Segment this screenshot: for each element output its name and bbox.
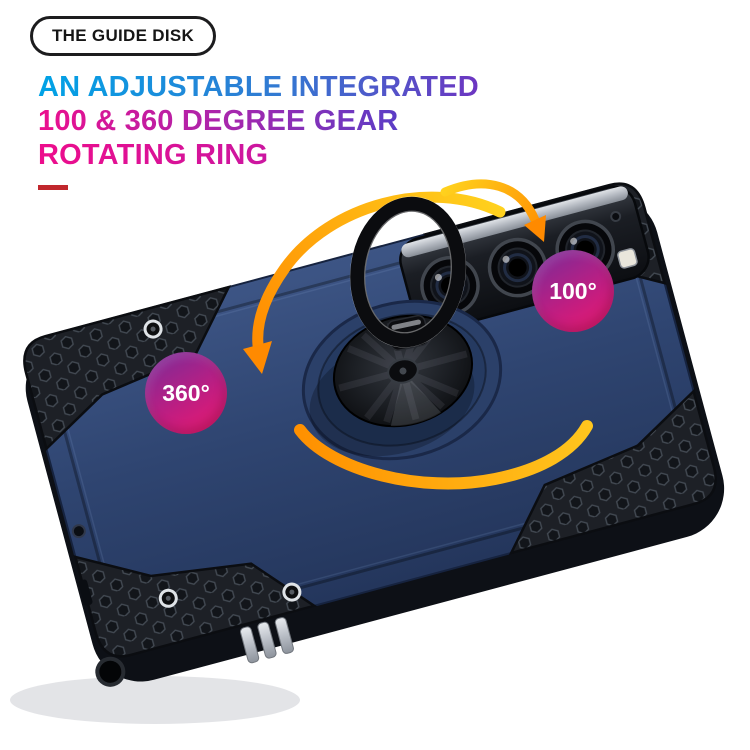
jack-hole [95,656,126,687]
camera-flash [617,248,638,269]
case-bevel-outer [51,209,689,631]
header: THE GUIDE DISK AN ADJUSTABLE INTEGRATED … [30,16,479,190]
guide-disk-badge: THE GUIDE DISK [30,16,217,56]
accent-dash [38,185,68,190]
corner-rivet [158,588,178,608]
rotating-disk [332,314,474,428]
corner-rivet [282,582,302,602]
side-notch [78,579,93,606]
case-bevel-inner [56,215,684,625]
callout-100-degree: 100° [532,250,614,332]
headline: AN ADJUSTABLE INTEGRATED 100 & 360 DEGRE… [38,70,479,172]
disk-sheen [390,371,442,427]
side-buttons [240,617,294,664]
rotation-arrow-360 [243,191,506,374]
camera-sensor-dot [610,210,622,222]
headline-line-3: ROTATING RING [38,139,269,171]
guide-disk-badge-label: THE GUIDE DISK [52,26,195,45]
headline-line-2: 100 & 360 DEGREE GEAR [38,105,399,137]
camera-lens [487,237,548,298]
headline-line-1: AN ADJUSTABLE INTEGRATED [38,71,479,103]
callout-360-degree: 360° [145,352,227,434]
ground-shadow [10,676,300,724]
armor-patch-bottom-left [73,555,318,658]
rotation-arrow-360-tail [294,420,593,490]
edge-hole [71,524,86,539]
ring-loop [349,196,467,348]
flip-arrow-100 [440,179,546,242]
ring-kickstand [301,196,503,461]
arrowhead [524,215,546,242]
armor-patch-bottom-right [508,388,717,555]
corner-rivet [143,319,163,339]
arrowhead [243,341,272,374]
